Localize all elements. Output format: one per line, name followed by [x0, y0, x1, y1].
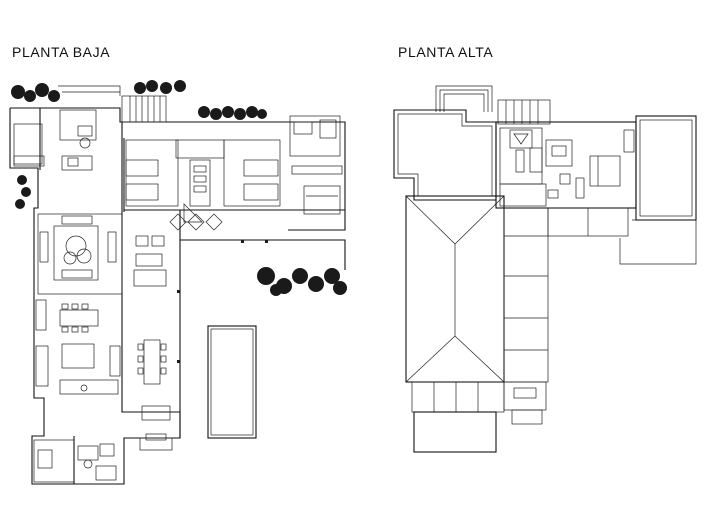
ground-floor-outer-walls: [9, 108, 181, 485]
upper-balcony: [619, 115, 697, 265]
ground-kitchen: [35, 343, 121, 395]
ground-dining: [35, 299, 99, 333]
upper-floor-title: PLANTA ALTA: [398, 44, 494, 60]
ground-bedrooms: [125, 139, 281, 231]
upper-suite: [495, 121, 637, 209]
ground-pool: [207, 325, 257, 439]
ground-vegetation: [11, 80, 347, 296]
ground-master-suite: [289, 115, 343, 215]
upper-walkway: [503, 207, 629, 425]
ground-laundry: [13, 108, 97, 171]
ground-living: [37, 213, 123, 295]
ground-floor-plan: [9, 80, 347, 485]
ground-annex: [33, 436, 117, 484]
upper-floor-plan: [393, 85, 697, 453]
upper-stair: [435, 85, 551, 125]
upper-hip-roof: [405, 195, 505, 453]
ground-stair: [58, 85, 167, 123]
ground-floor-title: PLANTA BAJA: [12, 44, 111, 60]
upper-roof-left: [393, 109, 497, 201]
ground-terrace: [133, 235, 268, 451]
